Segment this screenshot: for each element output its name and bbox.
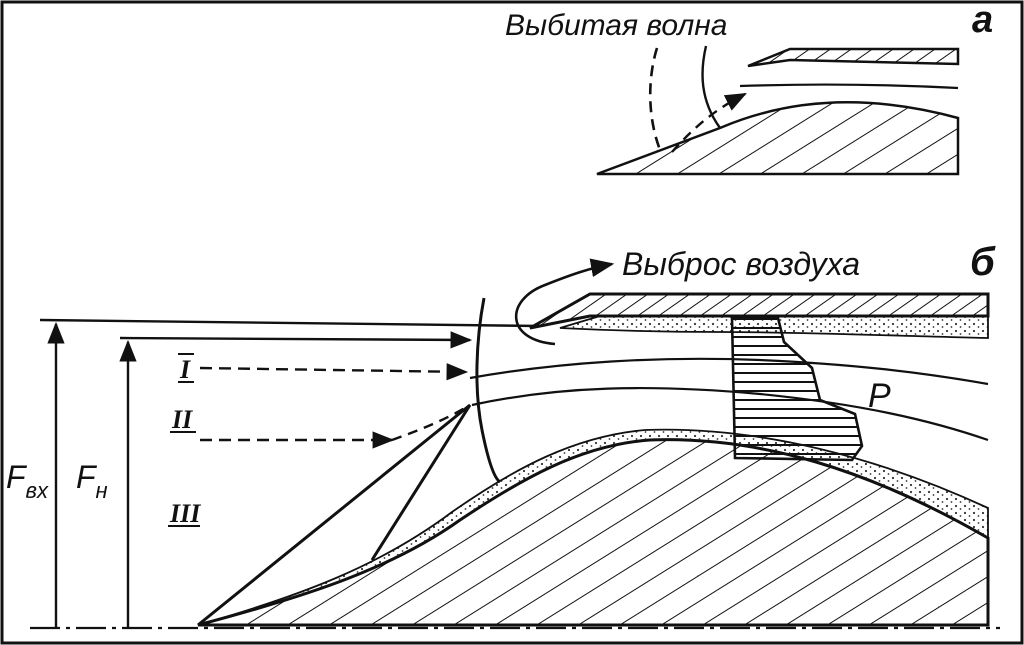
- air-spill-arrow: [514, 258, 615, 346]
- panel-a-flow-line: [739, 83, 959, 90]
- streamline-1: [469, 357, 989, 386]
- oblique-shock-2: [370, 404, 472, 561]
- normal-shock: [475, 297, 502, 484]
- pressure-region-label: P: [868, 377, 891, 415]
- zone-II-continuation: [391, 403, 471, 442]
- ramp-boundary-layer: [197, 428, 989, 626]
- zone-II-label: II: [171, 405, 193, 434]
- panel-a-oblique-shock: [671, 92, 747, 153]
- F-inlet-label: Fвх: [6, 459, 49, 503]
- panel-a-cowl: [747, 47, 960, 68]
- panel-a-ramp-body: [596, 101, 960, 176]
- streamline-2: [471, 386, 989, 442]
- panel-a-normal-shock: [701, 45, 721, 129]
- zone-I-label: I: [179, 355, 191, 384]
- panel-a-caption: Выбитая волна: [505, 9, 727, 42]
- panel-a: а Выбитая волна: [505, 0, 993, 176]
- F-inlet-main: F: [6, 459, 28, 495]
- capture-line: [119, 331, 473, 349]
- F-throat-sub: н: [96, 478, 108, 503]
- panel-a-letter: а: [972, 0, 993, 41]
- ramp-leading-edge: [197, 403, 471, 627]
- zone-I-line: [199, 363, 469, 381]
- zone-III-label: III: [169, 499, 201, 528]
- F-throat-label: Fн: [76, 459, 108, 503]
- F-throat-main: F: [76, 459, 98, 495]
- panel-b-letter: б: [970, 240, 996, 284]
- cowl-housing: [529, 292, 990, 330]
- panel-b: б Выброс воздуха P: [4, 240, 1000, 630]
- pressure-region: [730, 316, 864, 462]
- panel-b-caption: Выброс воздуха: [622, 246, 860, 282]
- F-inlet-sub: вх: [26, 478, 49, 503]
- F-throat-label-bg: [74, 458, 114, 506]
- F-inlet-label-bg: [4, 458, 52, 506]
- inlet-top-line: [39, 318, 541, 328]
- panel-a-expelled-shock: [648, 47, 662, 151]
